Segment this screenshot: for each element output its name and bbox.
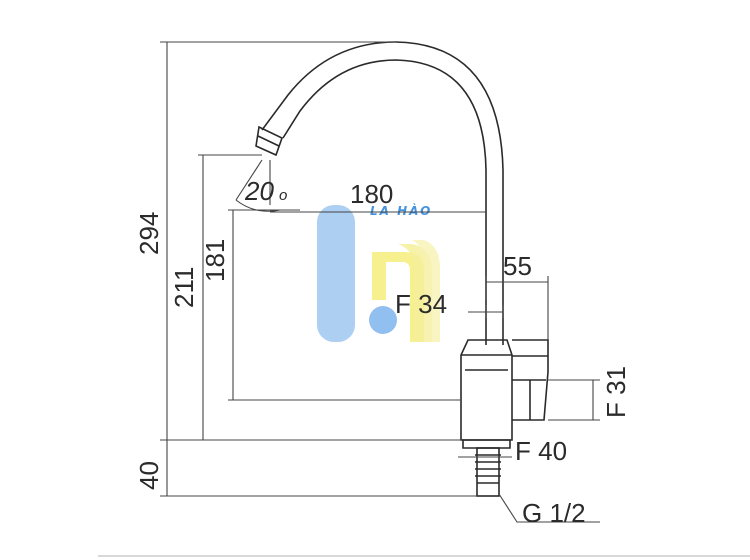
dim-base-diameter-label: F 40 (515, 436, 567, 466)
dim-total-height-label: 294 (134, 212, 164, 255)
watermark-brand-text: LA HÀO (370, 203, 432, 218)
dim-thread-label: G 1/2 (522, 498, 586, 528)
watermark-yellow-arch-1 (372, 252, 424, 342)
dim-angle-label: 20 (244, 176, 274, 206)
dim-shank-length-label: 40 (134, 461, 164, 490)
dim-reach-label: 180 (350, 179, 393, 209)
base-plate (462, 439, 511, 449)
spout-outer-edge (261, 41, 504, 345)
threaded-shank (476, 447, 500, 497)
nozzle-tip (255, 125, 283, 157)
dim-handle-diameter-label: F 31 (601, 366, 631, 418)
dim-spout-lower-height-label: 181 (200, 239, 230, 282)
dim-spout-outlet-height-label: 211 (169, 267, 199, 308)
dim-spout-diameter-label: F 34 (395, 289, 447, 319)
dim-body-depth-label: 55 (503, 251, 532, 281)
dim-angle-unit: o (279, 187, 287, 204)
dimension-lines (160, 41, 600, 523)
watermark-yellow-arch-3 (412, 240, 440, 342)
watermark-blue-bar (317, 205, 355, 342)
side-handle (512, 339, 549, 421)
watermark-yellow-arch-2 (398, 244, 432, 342)
faucet-outline (255, 41, 549, 497)
spout-inner-edge (282, 59, 487, 345)
watermark-blue-dot (369, 306, 397, 334)
watermark-logo: LA HÀO (317, 203, 440, 342)
